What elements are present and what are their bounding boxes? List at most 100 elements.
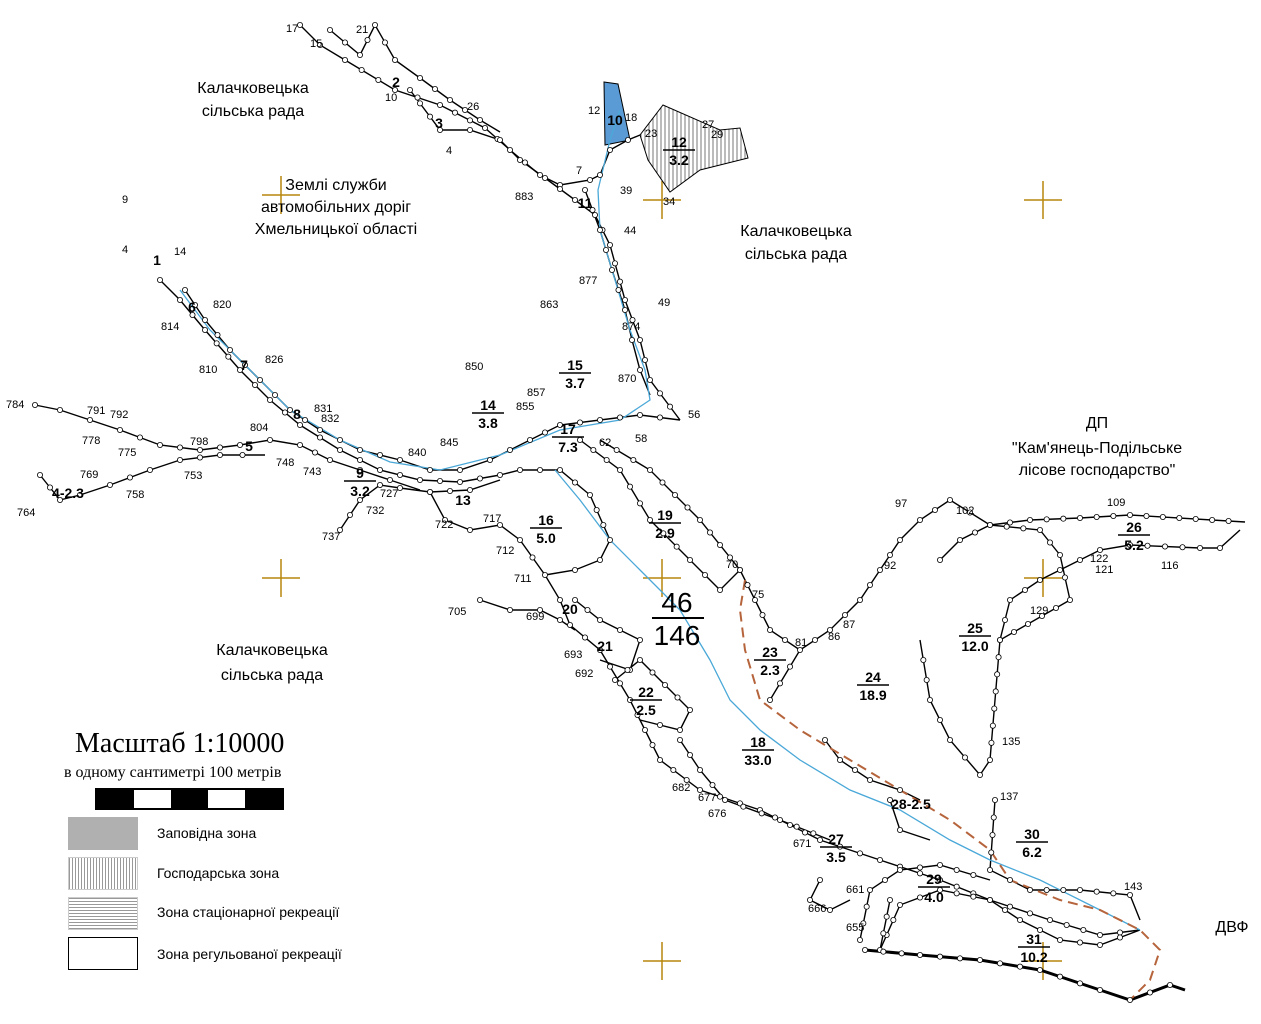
boundary-vertex [897, 827, 904, 834]
boundary-vertex [989, 722, 996, 729]
boundary-vertex [613, 446, 620, 453]
point-label-692: 692 [575, 668, 593, 680]
boundary-vertex [867, 582, 874, 589]
boundary-vertex [239, 451, 246, 458]
boundary-vertex [1093, 514, 1100, 521]
boundary-vertex [758, 810, 765, 817]
boundary-vertex [486, 456, 493, 463]
point-label-722: 722 [435, 519, 453, 531]
point-label-775: 775 [118, 447, 136, 459]
boundary-vertex [529, 554, 536, 561]
boundary-vertex [957, 955, 964, 962]
boundary-vertex [577, 436, 584, 443]
parcel-area-30: 6.2 [1022, 844, 1042, 860]
boundary-vertex [717, 542, 724, 549]
boundary-vertex [1159, 514, 1166, 521]
point-label-705: 705 [448, 606, 466, 618]
parcel-number-7: 7 [240, 357, 248, 373]
boundary-vertex [1007, 519, 1014, 526]
region-roads-1: Землі служби [285, 177, 386, 194]
boundary-vertex [466, 486, 473, 493]
boundary-vertex [446, 97, 453, 104]
parcel-number-24: 24 [865, 669, 881, 685]
boundary-vertex [1053, 605, 1060, 612]
point-label-883: 883 [515, 191, 533, 203]
parcel-number-17: 17 [560, 421, 576, 437]
boundary-vertex [995, 654, 1002, 661]
boundary-vertex [358, 67, 365, 74]
boundary-vertex [57, 406, 64, 413]
boundary-vertex [697, 767, 704, 774]
boundary-vertex [336, 446, 343, 453]
boundary-vertices [32, 21, 1232, 1004]
boundary-vertex [191, 301, 198, 308]
boundary-vertex [241, 361, 248, 368]
parcel-area-17: 7.3 [558, 439, 578, 455]
boundary-vertex [517, 466, 524, 473]
boundary-vertex [176, 456, 183, 463]
boundary-vertex [890, 917, 897, 924]
boundary-vertex [1217, 545, 1224, 552]
boundary-vertex [1002, 617, 1009, 624]
boundary-vertex [1143, 513, 1150, 520]
point-label-49: 49 [658, 297, 670, 309]
boundary-vertex [657, 414, 664, 421]
boundary-vertex [476, 475, 483, 482]
parcel-number-22: 22 [638, 684, 654, 700]
boundary-vertex [572, 597, 579, 604]
boundary-vertex [226, 346, 233, 353]
parcel-area-9: 3.2 [350, 483, 370, 499]
boundary-vertex [597, 226, 604, 233]
parcel-labels: 1234-2.3567893.21011123.213143.8153.7165… [52, 74, 1150, 965]
boundary-vertex [236, 441, 243, 448]
boundary-vertex [917, 517, 924, 524]
point-label-877: 877 [579, 275, 597, 287]
boundary-vertex [506, 146, 513, 153]
boundary-vertex [572, 567, 579, 574]
boundary-vertex [927, 697, 934, 704]
parcel-boundaries [34, 23, 1246, 951]
parcel-number-15: 15 [567, 357, 583, 373]
boundary-vertex [787, 822, 794, 829]
boundary-vertex [146, 466, 153, 473]
boundary-vertex [867, 887, 874, 894]
boundary-vertex [364, 37, 371, 44]
boundary-vertex [1057, 973, 1064, 980]
boundary-vertex [877, 857, 884, 864]
boundary-vertex [727, 554, 734, 561]
boundary-vertex [572, 196, 579, 203]
parcel-number-4: 4-2.3 [52, 485, 84, 501]
point-label-70: 70 [726, 559, 738, 571]
region-kalach-top-1: Калачковецька [197, 80, 309, 97]
point-label-870: 870 [618, 373, 636, 385]
boundary-vertex [997, 637, 1004, 644]
boundary-vertex [396, 456, 403, 463]
parcel-number-5: 5 [245, 438, 253, 454]
point-label-129: 129 [1030, 605, 1048, 617]
boundary-vertex [396, 471, 403, 478]
boundary-vertex [917, 864, 924, 871]
point-label-44: 44 [624, 225, 636, 237]
boundary-vertex [617, 414, 624, 421]
legend-swatch-regulated [68, 937, 138, 970]
boundary-vertex [737, 567, 744, 574]
point-label-863: 863 [540, 299, 558, 311]
boundary-vertex [662, 682, 669, 689]
boundary-vertex [1007, 877, 1014, 884]
boundary-vertex [236, 366, 243, 373]
boundary-vertex [201, 326, 208, 333]
boundary-vertex [672, 491, 679, 498]
economic-zone-parcel-12 [639, 104, 749, 193]
boundary-vertex [917, 894, 924, 901]
boundary-vertex [201, 316, 208, 323]
boundary-vertex [717, 793, 724, 800]
boundary-vertex [446, 487, 453, 494]
boundary-vertex [1077, 939, 1084, 946]
point-label-86: 86 [828, 631, 840, 643]
boundary-vertex [441, 517, 448, 524]
boundary-vertex [863, 903, 870, 910]
boundary-vertex [341, 57, 348, 64]
boundary-vertex [1060, 887, 1067, 894]
boundary-vertex [371, 21, 378, 28]
boundary-vertex [637, 657, 644, 664]
